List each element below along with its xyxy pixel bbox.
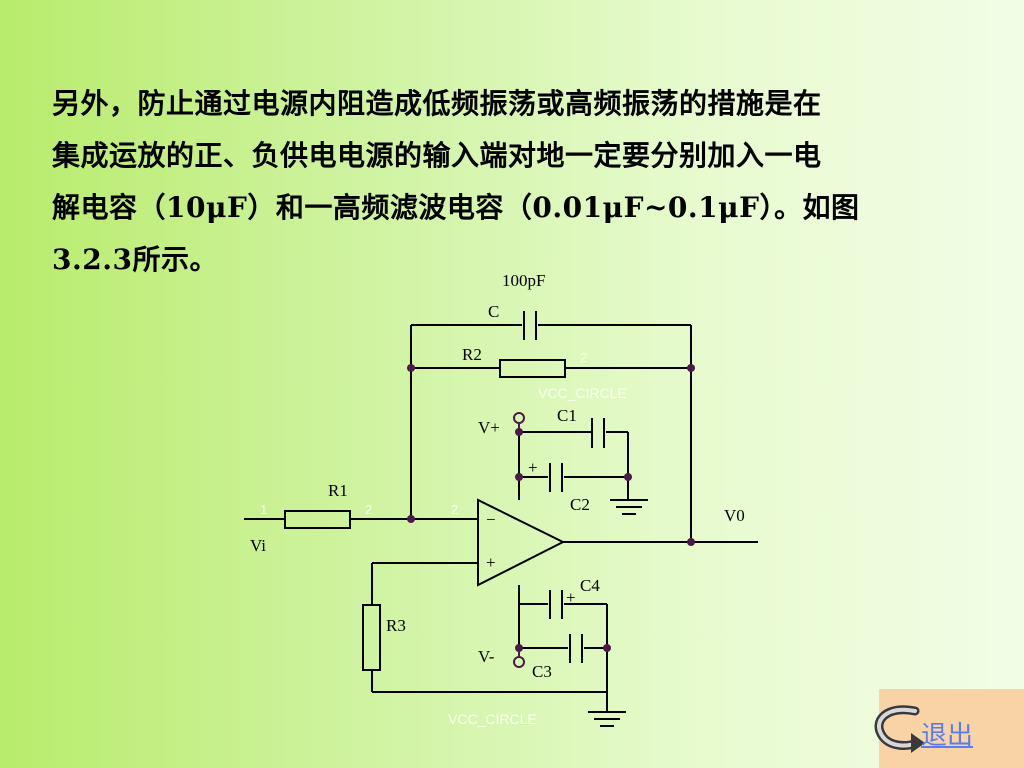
opamp-triangle	[477, 498, 566, 587]
description-paragraph: 另外，防止通过电源内阻造成低频振荡或高频振荡的措施是在 集成运放的正、负供电电源…	[52, 78, 992, 286]
c4-label: C4	[580, 576, 600, 595]
junction-dot	[687, 364, 695, 372]
v0-label: V0	[724, 506, 745, 525]
paragraph-seg-5: ）和一高频滤波电容（	[247, 191, 533, 224]
c4-plus-sign: +	[566, 588, 576, 607]
junction-dot	[687, 538, 695, 546]
exit-button[interactable]: 退出	[874, 689, 1024, 768]
vplus-terminal	[513, 412, 525, 424]
junction-dot	[603, 644, 611, 652]
opamp-pin-2: 2	[451, 502, 458, 517]
r3-resistor	[362, 604, 381, 671]
opamp-plus-label: +	[486, 553, 496, 572]
r2-resistor	[499, 359, 566, 378]
vcc-label-bottom: VCC_CIRCLE	[448, 711, 537, 727]
exit-label[interactable]: 退出	[921, 721, 974, 751]
back-arrow-icon	[874, 705, 925, 753]
paragraph-seg-7: ）。如图	[759, 191, 860, 224]
paragraph-seg-4: 10μF	[166, 191, 248, 224]
opamp-minus-label: −	[486, 510, 496, 529]
junction-dots	[407, 364, 695, 652]
r1-pin-2: 2	[365, 502, 372, 517]
paragraph-seg-3: 解电容（	[52, 191, 167, 224]
r1-pin-1: 1	[260, 502, 267, 517]
junction-dot	[407, 515, 415, 523]
junction-dot	[407, 364, 415, 372]
vplus-label: V+	[478, 418, 500, 437]
r1-label: R1	[328, 481, 348, 500]
junction-dot	[515, 644, 523, 652]
junction-dot	[515, 473, 523, 481]
c2-plus-sign: +	[528, 458, 538, 477]
paragraph-line-2: 集成运放的正、负供电电源的输入端对地一定要分别加入一电	[52, 139, 822, 172]
c2-label: C2	[570, 495, 590, 514]
r2-label: R2	[462, 345, 482, 364]
vminus-terminal	[513, 656, 525, 668]
r1-resistor	[284, 510, 351, 529]
c-value-label: 100pF	[502, 271, 545, 290]
junction-dot	[624, 473, 632, 481]
r3-label: R3	[386, 616, 406, 635]
r2-pin-2: 2	[580, 350, 587, 365]
paragraph-seg-9: 所示。	[132, 243, 218, 276]
paragraph-seg-8: 3.2.3	[52, 243, 133, 276]
paragraph-line-1: 另外，防止通过电源内阻造成低频振荡或高频振荡的措施是在	[52, 87, 822, 120]
junction-dot	[515, 428, 523, 436]
paragraph-seg-6: 0.01μF~0.1μF	[532, 191, 760, 224]
c1-label: C1	[557, 406, 577, 425]
vminus-label: V-	[478, 647, 495, 666]
c3-label: C3	[532, 662, 552, 681]
vcc-label-top: VCC_CIRCLE	[538, 385, 627, 401]
c-label: C	[488, 302, 499, 321]
vi-label: Vi	[250, 536, 266, 555]
